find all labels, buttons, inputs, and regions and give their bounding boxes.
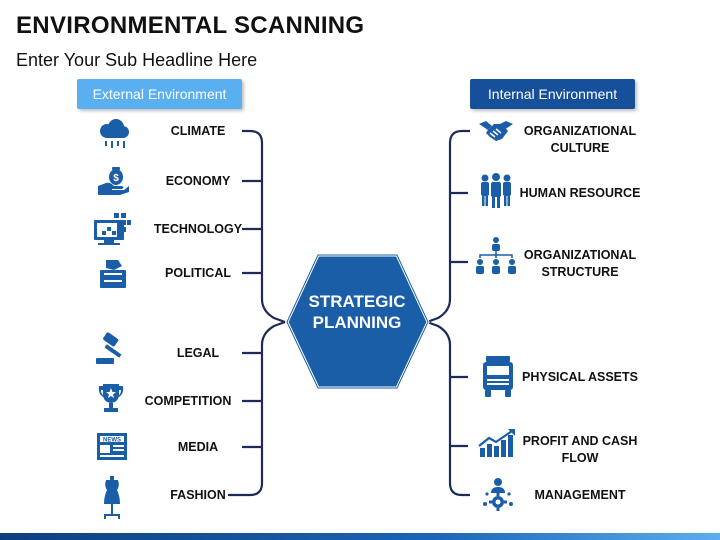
external-item-competition: COMPETITION bbox=[144, 394, 232, 408]
left-upper-bracket bbox=[242, 129, 286, 324]
internal-item-profit-and-cash-flow: PROFIT AND CASH FLOW bbox=[518, 433, 642, 467]
left-lower-bracket bbox=[228, 320, 286, 497]
internal-item-organizational-structure: ORGANIZATIONAL STRUCTURE bbox=[518, 247, 642, 281]
external-item-technology: TECHNOLOGY bbox=[153, 222, 243, 236]
manager-gear-icon bbox=[483, 478, 513, 511]
right-lower-bracket bbox=[426, 320, 470, 497]
internal-environment-heading: Internal Environment bbox=[470, 79, 635, 109]
internal-item-human-resource: HUMAN RESOURCE bbox=[519, 186, 641, 200]
external-item-political: POLITICAL bbox=[165, 266, 231, 280]
internal-item-organizational-culture-line2: CULTURE bbox=[550, 141, 610, 155]
internal-item-organizational-structure-line1: ORGANIZATIONAL bbox=[523, 248, 637, 262]
ballot-box-icon bbox=[100, 260, 126, 288]
page-subtitle: Enter Your Sub Headline Here bbox=[16, 50, 258, 70]
people-icon bbox=[481, 173, 511, 208]
page-title: ENVIRONMENTAL SCANNING bbox=[16, 12, 365, 39]
strategic-planning-label: STRATEGIC PLANNING bbox=[287, 291, 427, 333]
external-item-economy: ECONOMY bbox=[165, 174, 231, 188]
svg-text:$: $ bbox=[113, 173, 119, 184]
computer-icon bbox=[94, 213, 131, 245]
strategic-planning-line1: STRATEGIC bbox=[308, 292, 406, 311]
internal-item-profit-line2: FLOW bbox=[561, 451, 599, 465]
svg-text:NEWS: NEWS bbox=[103, 438, 121, 444]
handshake-icon bbox=[479, 121, 513, 141]
internal-item-organizational-culture-line1: ORGANIZATIONAL bbox=[523, 124, 637, 138]
internal-item-management: MANAGEMENT bbox=[534, 488, 626, 502]
internal-item-profit-line1: PROFIT AND CASH bbox=[522, 434, 638, 448]
footer-accent-bar bbox=[0, 533, 720, 540]
right-upper-bracket bbox=[426, 129, 470, 324]
strategic-planning-line2: PLANNING bbox=[312, 313, 402, 332]
external-item-climate: CLIMATE bbox=[170, 124, 226, 138]
internal-item-organizational-culture: ORGANIZATIONAL CULTURE bbox=[518, 123, 642, 157]
internal-item-physical-assets: PHYSICAL ASSETS bbox=[522, 370, 638, 384]
dress-form-icon bbox=[104, 476, 120, 519]
cloud-rain-icon bbox=[100, 119, 129, 148]
external-item-fashion: FASHION bbox=[170, 488, 226, 502]
org-chart-icon bbox=[476, 237, 516, 274]
trophy-icon bbox=[98, 384, 124, 412]
external-item-legal: LEGAL bbox=[176, 346, 220, 360]
growth-chart-icon bbox=[478, 429, 515, 457]
newspaper-icon: NEWS bbox=[97, 433, 127, 460]
external-environment-heading: External Environment bbox=[77, 79, 242, 109]
external-item-media: MEDIA bbox=[177, 440, 219, 454]
money-hand-icon: $ bbox=[98, 167, 129, 195]
internal-item-organizational-structure-line2: STRUCTURE bbox=[541, 265, 619, 279]
gavel-icon bbox=[96, 332, 122, 364]
truck-icon bbox=[483, 356, 513, 397]
